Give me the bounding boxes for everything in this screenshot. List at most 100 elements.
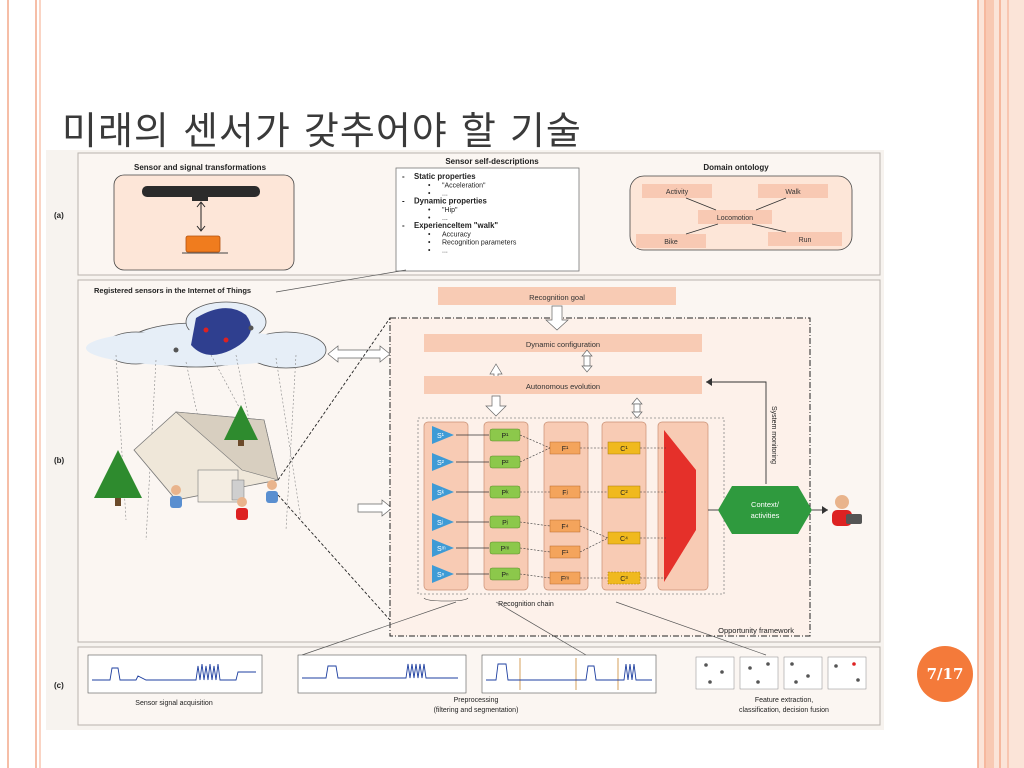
self-desc-item: ... <box>442 215 448 222</box>
classifier-node-label: C⁴ <box>620 536 628 543</box>
preproc-column <box>483 421 529 591</box>
feature-node-label: Fʲ <box>562 490 567 497</box>
sensor-node-label: Sᵏ <box>437 490 445 497</box>
context-line1: Context/ <box>751 500 780 509</box>
sensor-node-label: Sⁿ <box>437 572 445 579</box>
self-desc-bullet: • <box>428 215 431 222</box>
feature-line1: Feature extraction, <box>755 697 813 704</box>
page-number-badge: 7/17 <box>917 646 973 702</box>
self-desc-item: Static properties <box>414 172 476 181</box>
input-arrow <box>357 499 393 517</box>
feature-node-label: F¹ <box>562 446 569 453</box>
classifier-node-label: C² <box>620 490 628 497</box>
sensor-node <box>432 539 454 557</box>
autonomous-evolution-label: Autonomous evolution <box>526 382 600 391</box>
ontology-bike: Bike <box>664 239 678 246</box>
feature-node-label: F¹ <box>562 550 569 557</box>
opportunity-framework-label: Opportunity framework <box>718 626 794 635</box>
sensor-transform-title: Sensor and signal transformations <box>134 163 267 172</box>
preproc-node-label: P² <box>502 460 510 467</box>
kinect-sensor-icon <box>142 186 260 197</box>
self-desc-item: Accuracy <box>442 232 471 239</box>
row-label-b: (b) <box>54 456 65 465</box>
sensor-node-label: Sʲ <box>437 520 443 527</box>
person-icons <box>170 480 278 520</box>
sensor-node <box>432 513 454 531</box>
classifier-node-label: C³ <box>620 576 628 583</box>
ontology-title: Domain ontology <box>703 163 769 172</box>
ontology-activity: Activity <box>666 189 689 196</box>
iot-cloud-icon <box>86 301 327 369</box>
sensor-node <box>432 426 454 444</box>
feature-node-label: Fᵐ <box>561 576 569 583</box>
registered-sensors-title: Registered sensors in the Internet of Th… <box>94 286 251 295</box>
self-desc-item: "Hip" <box>442 207 458 214</box>
sensor-node-label: Sᵐ <box>437 546 446 553</box>
self-desc-bullet: • <box>428 232 431 239</box>
sensor-node <box>432 483 454 501</box>
self-desc-item: ... <box>442 191 448 198</box>
preproc-node-label: Pʲ <box>502 520 508 527</box>
sensor-transform-box <box>113 174 295 271</box>
preproc-node-label: Pᵏ <box>501 490 509 497</box>
self-desc-item: "Acceleration" <box>442 183 486 190</box>
dynamic-config-box <box>424 334 702 352</box>
feature-scatter-plots <box>695 656 867 690</box>
self-desc-bullet: - <box>402 172 405 181</box>
accelerometer-icon <box>185 235 221 253</box>
preproc-node-label: Pⁿ <box>501 572 509 579</box>
row-label-a: (a) <box>54 211 64 220</box>
self-desc-item: ... <box>442 248 448 255</box>
chain-link <box>519 573 551 579</box>
self-desc-box <box>395 167 580 272</box>
slide-title: 미래의 센서가 갖추어야 할 기술 <box>62 109 582 153</box>
self-desc-item: ExperienceItem "walk" <box>414 221 498 230</box>
recognition-goal-box <box>438 287 676 305</box>
classifier-column <box>601 421 647 591</box>
dynamic-config-label: Dynamic configuration <box>526 340 600 349</box>
self-desc-bullet: • <box>428 191 431 198</box>
classifier-node-label: C¹ <box>620 446 628 453</box>
sensor-node-label: S¹ <box>437 433 445 440</box>
signal-acquisition-plot <box>87 654 263 694</box>
self-desc-item: Dynamic properties <box>414 197 487 206</box>
chain-link <box>519 547 551 553</box>
ontology-run: Run <box>799 237 812 244</box>
ontology-walk: Walk <box>785 189 801 196</box>
self-desc-bullet: - <box>402 197 405 206</box>
ontology-locomotion: Locomotion <box>717 215 753 222</box>
sensor-node-label: S² <box>437 460 445 467</box>
preprocessing-plot <box>297 654 467 694</box>
sensor-node <box>432 565 454 583</box>
feature-line2: classification, decision fusion <box>739 707 829 714</box>
context-line2: activities <box>751 511 780 520</box>
preproc-node-label: Pᵐ <box>501 546 510 553</box>
chain-link <box>579 525 609 539</box>
self-desc-item: Recognition parameters <box>442 240 517 247</box>
self-desc-bullet: • <box>428 248 431 255</box>
row-label-c: (c) <box>54 681 64 690</box>
ontology-arrows <box>685 197 787 235</box>
recognition-chain-label: Recognition chain <box>498 601 554 608</box>
decision-fusion-block <box>664 430 696 582</box>
acquisition-label: Sensor signal acquisition <box>135 700 213 707</box>
feature-node-label: F⁴ <box>561 524 568 531</box>
user-icon <box>832 495 862 526</box>
tree-icon <box>94 405 258 506</box>
self-desc-bullet: • <box>428 183 431 190</box>
self-desc-bullet: - <box>402 221 405 230</box>
recognition-goal-label: Recognition goal <box>529 293 585 302</box>
chain-link <box>519 521 551 527</box>
preproc-node-label: P¹ <box>502 433 510 440</box>
sensor-node <box>432 453 454 471</box>
recognition-framework-diagram: (a) (b) (c) Sensor and signal transforma… <box>46 150 884 730</box>
self-desc-title: Sensor self-descriptions <box>445 157 539 166</box>
self-desc-list: -Static properties•"Acceleration"•...-Dy… <box>402 172 517 255</box>
preprocessing-line1: Preprocessing <box>454 697 499 704</box>
self-desc-bullet: • <box>428 240 431 247</box>
chain-link <box>519 434 551 449</box>
autonomous-evolution-box <box>424 376 702 394</box>
self-desc-bullet: • <box>428 207 431 214</box>
sensor-column <box>423 421 469 591</box>
